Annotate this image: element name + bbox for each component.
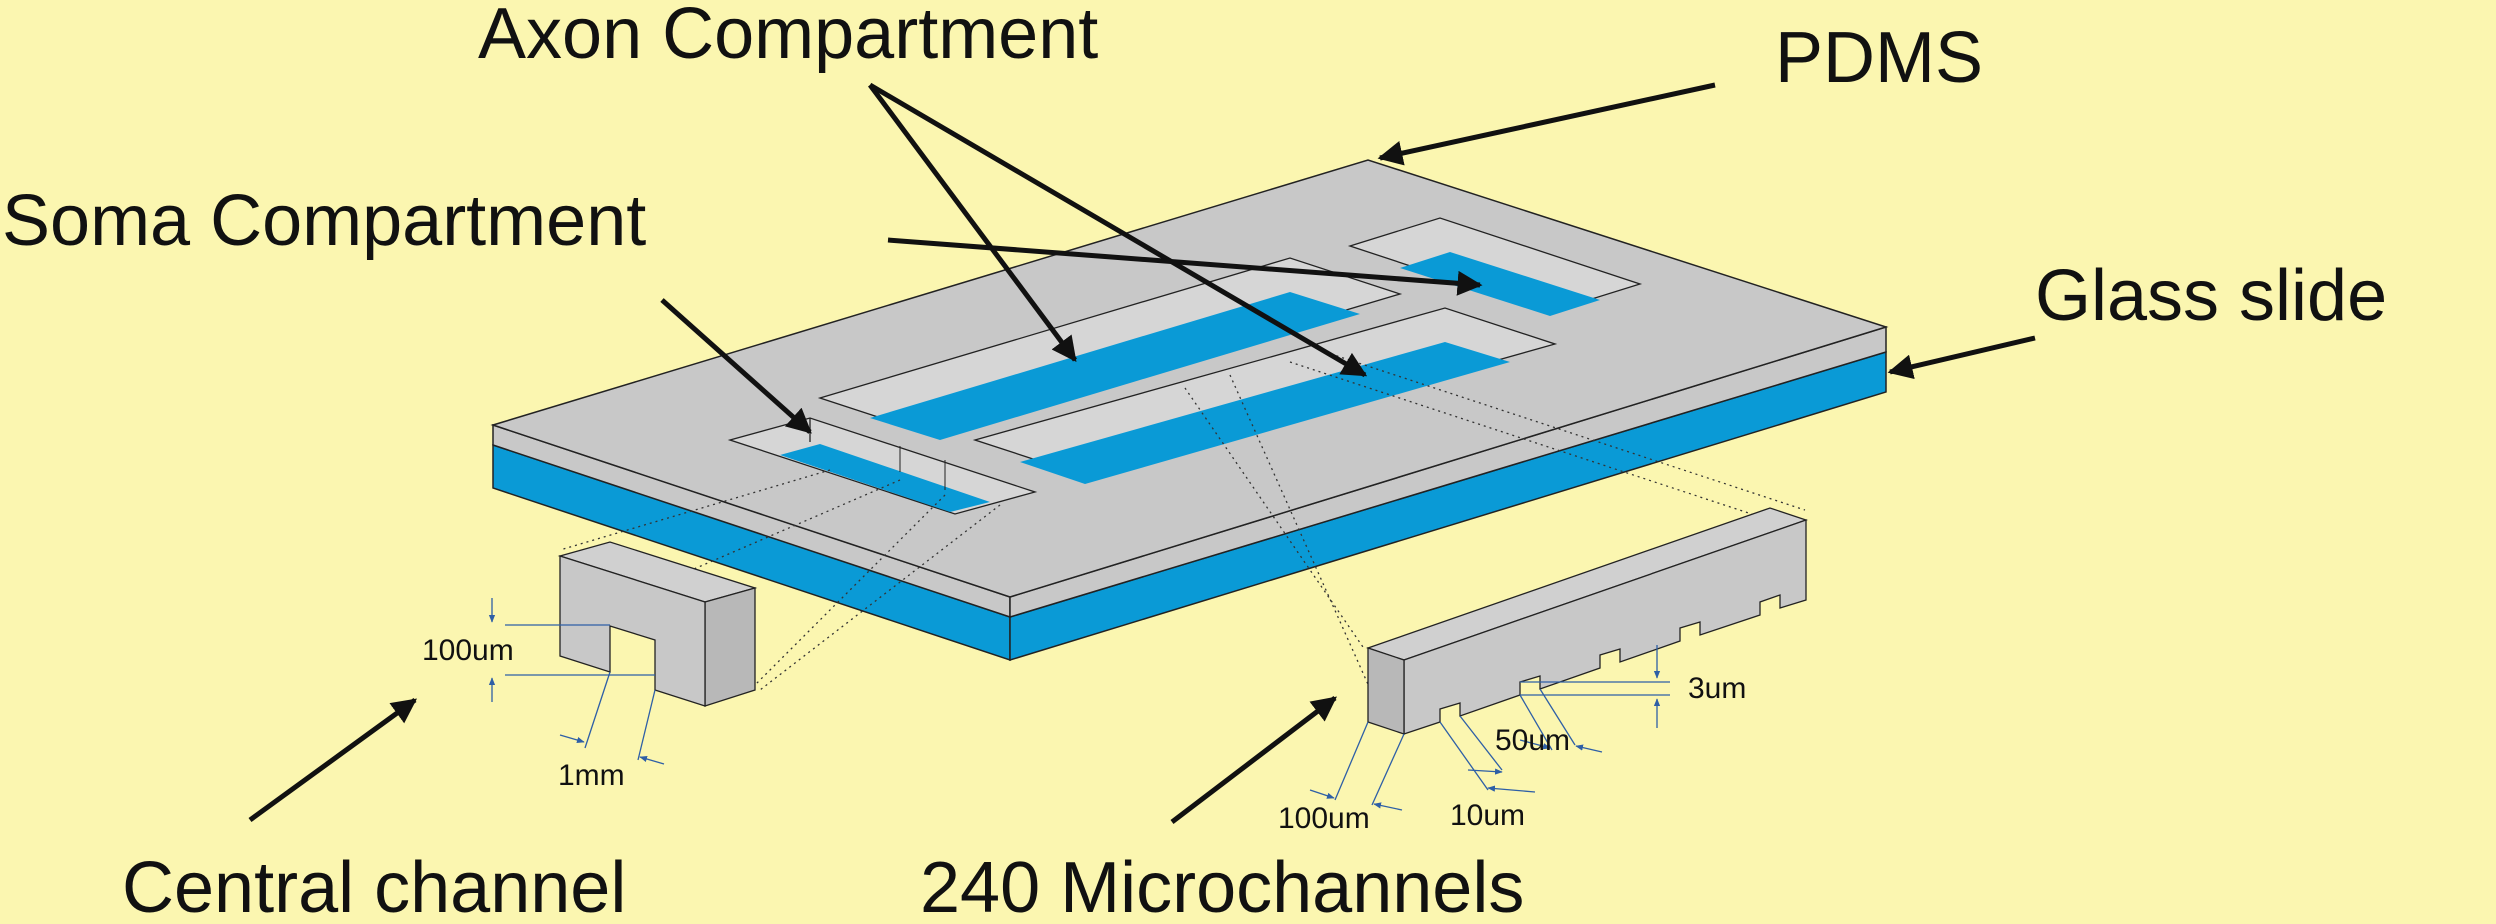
microchannel-block	[1365, 507, 1809, 735]
label-pdms: PDMS	[1775, 18, 1983, 98]
dim-micro-width: 10um	[1450, 799, 1525, 832]
dim-micro-height: 3um	[1688, 672, 1746, 705]
label-glass-slide: Glass slide	[2035, 256, 2387, 336]
dim-micro-length: 100um	[1278, 802, 1370, 835]
compartment-wells	[727, 217, 1643, 515]
central-channel-block	[557, 541, 758, 707]
dim-micro-spacing: 50um	[1495, 724, 1570, 757]
dim-central-width: 1mm	[558, 759, 625, 792]
label-soma-compartment: Soma Compartment	[2, 181, 646, 261]
label-microchannels: 240 Microchannels	[920, 848, 1524, 924]
label-axon-compartment: Axon Compartment	[478, 0, 1098, 74]
label-central-channel: Central channel	[122, 848, 626, 924]
projection-lines	[559, 351, 1806, 701]
dim-central-height: 100um	[422, 634, 514, 667]
central-dimension-marks	[488, 598, 665, 765]
label-arrows	[248, 82, 2036, 824]
micro-dimension-marks	[1309, 645, 1670, 811]
